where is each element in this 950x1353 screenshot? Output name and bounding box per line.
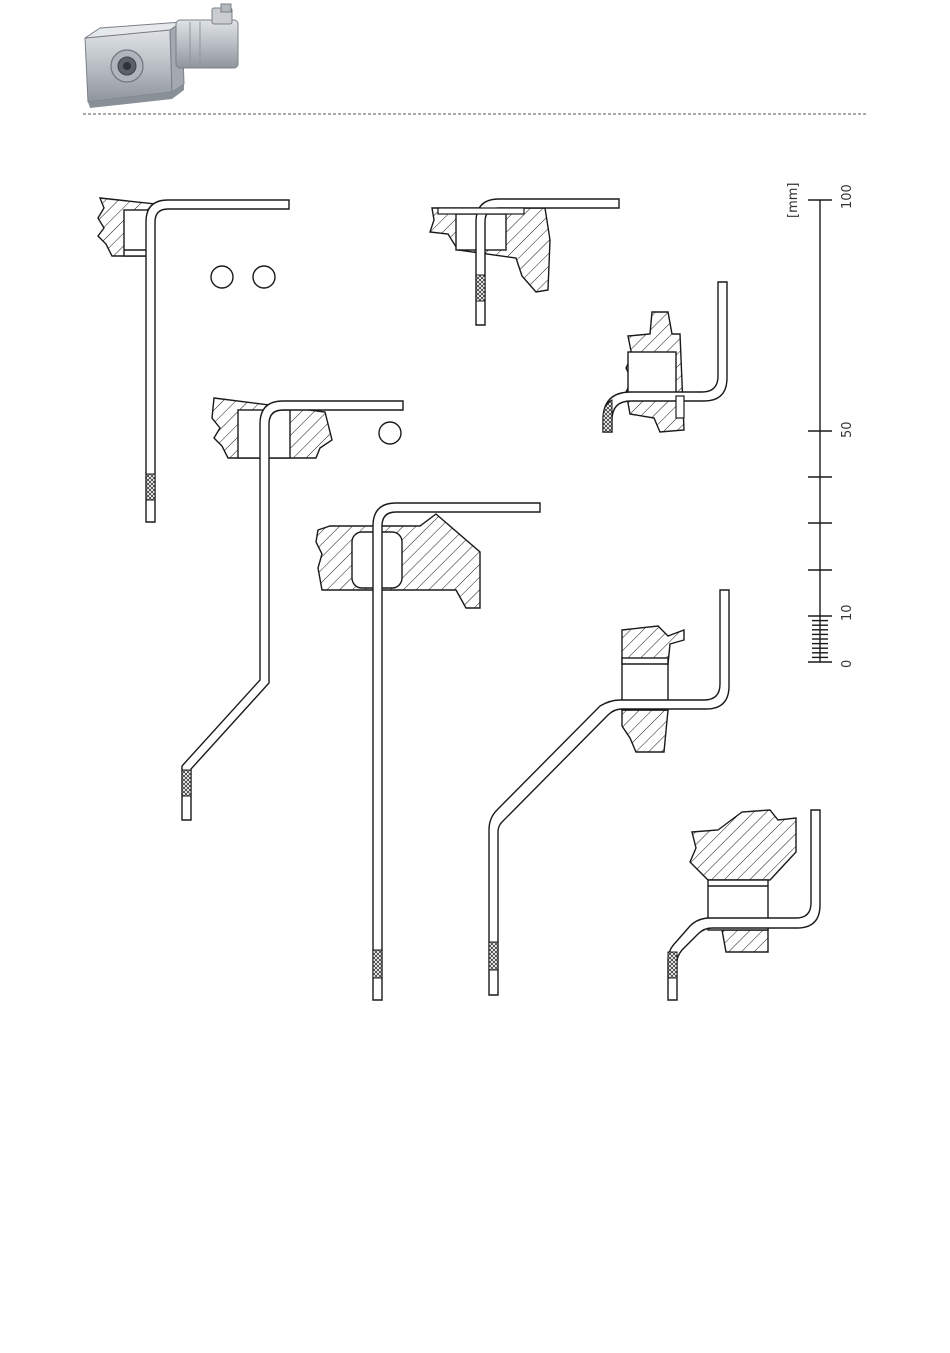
- scale-label-100: 100: [840, 184, 855, 209]
- wrench-c: [430, 199, 619, 325]
- wrench-e: [603, 282, 727, 432]
- scale-label-10: 10: [840, 604, 855, 621]
- bore-circle: [379, 422, 401, 444]
- scale-label-0: 0: [840, 660, 855, 668]
- scale-bar: [mm] 100 50 10 0: [786, 183, 855, 668]
- scale-label-50: 50: [840, 421, 855, 438]
- scale-unit-label: [mm]: [786, 183, 801, 218]
- wrench-d: [316, 503, 540, 1000]
- gearmotor-photo: [85, 4, 238, 108]
- wrench-b: [182, 398, 403, 820]
- wrench-g: [668, 810, 820, 1000]
